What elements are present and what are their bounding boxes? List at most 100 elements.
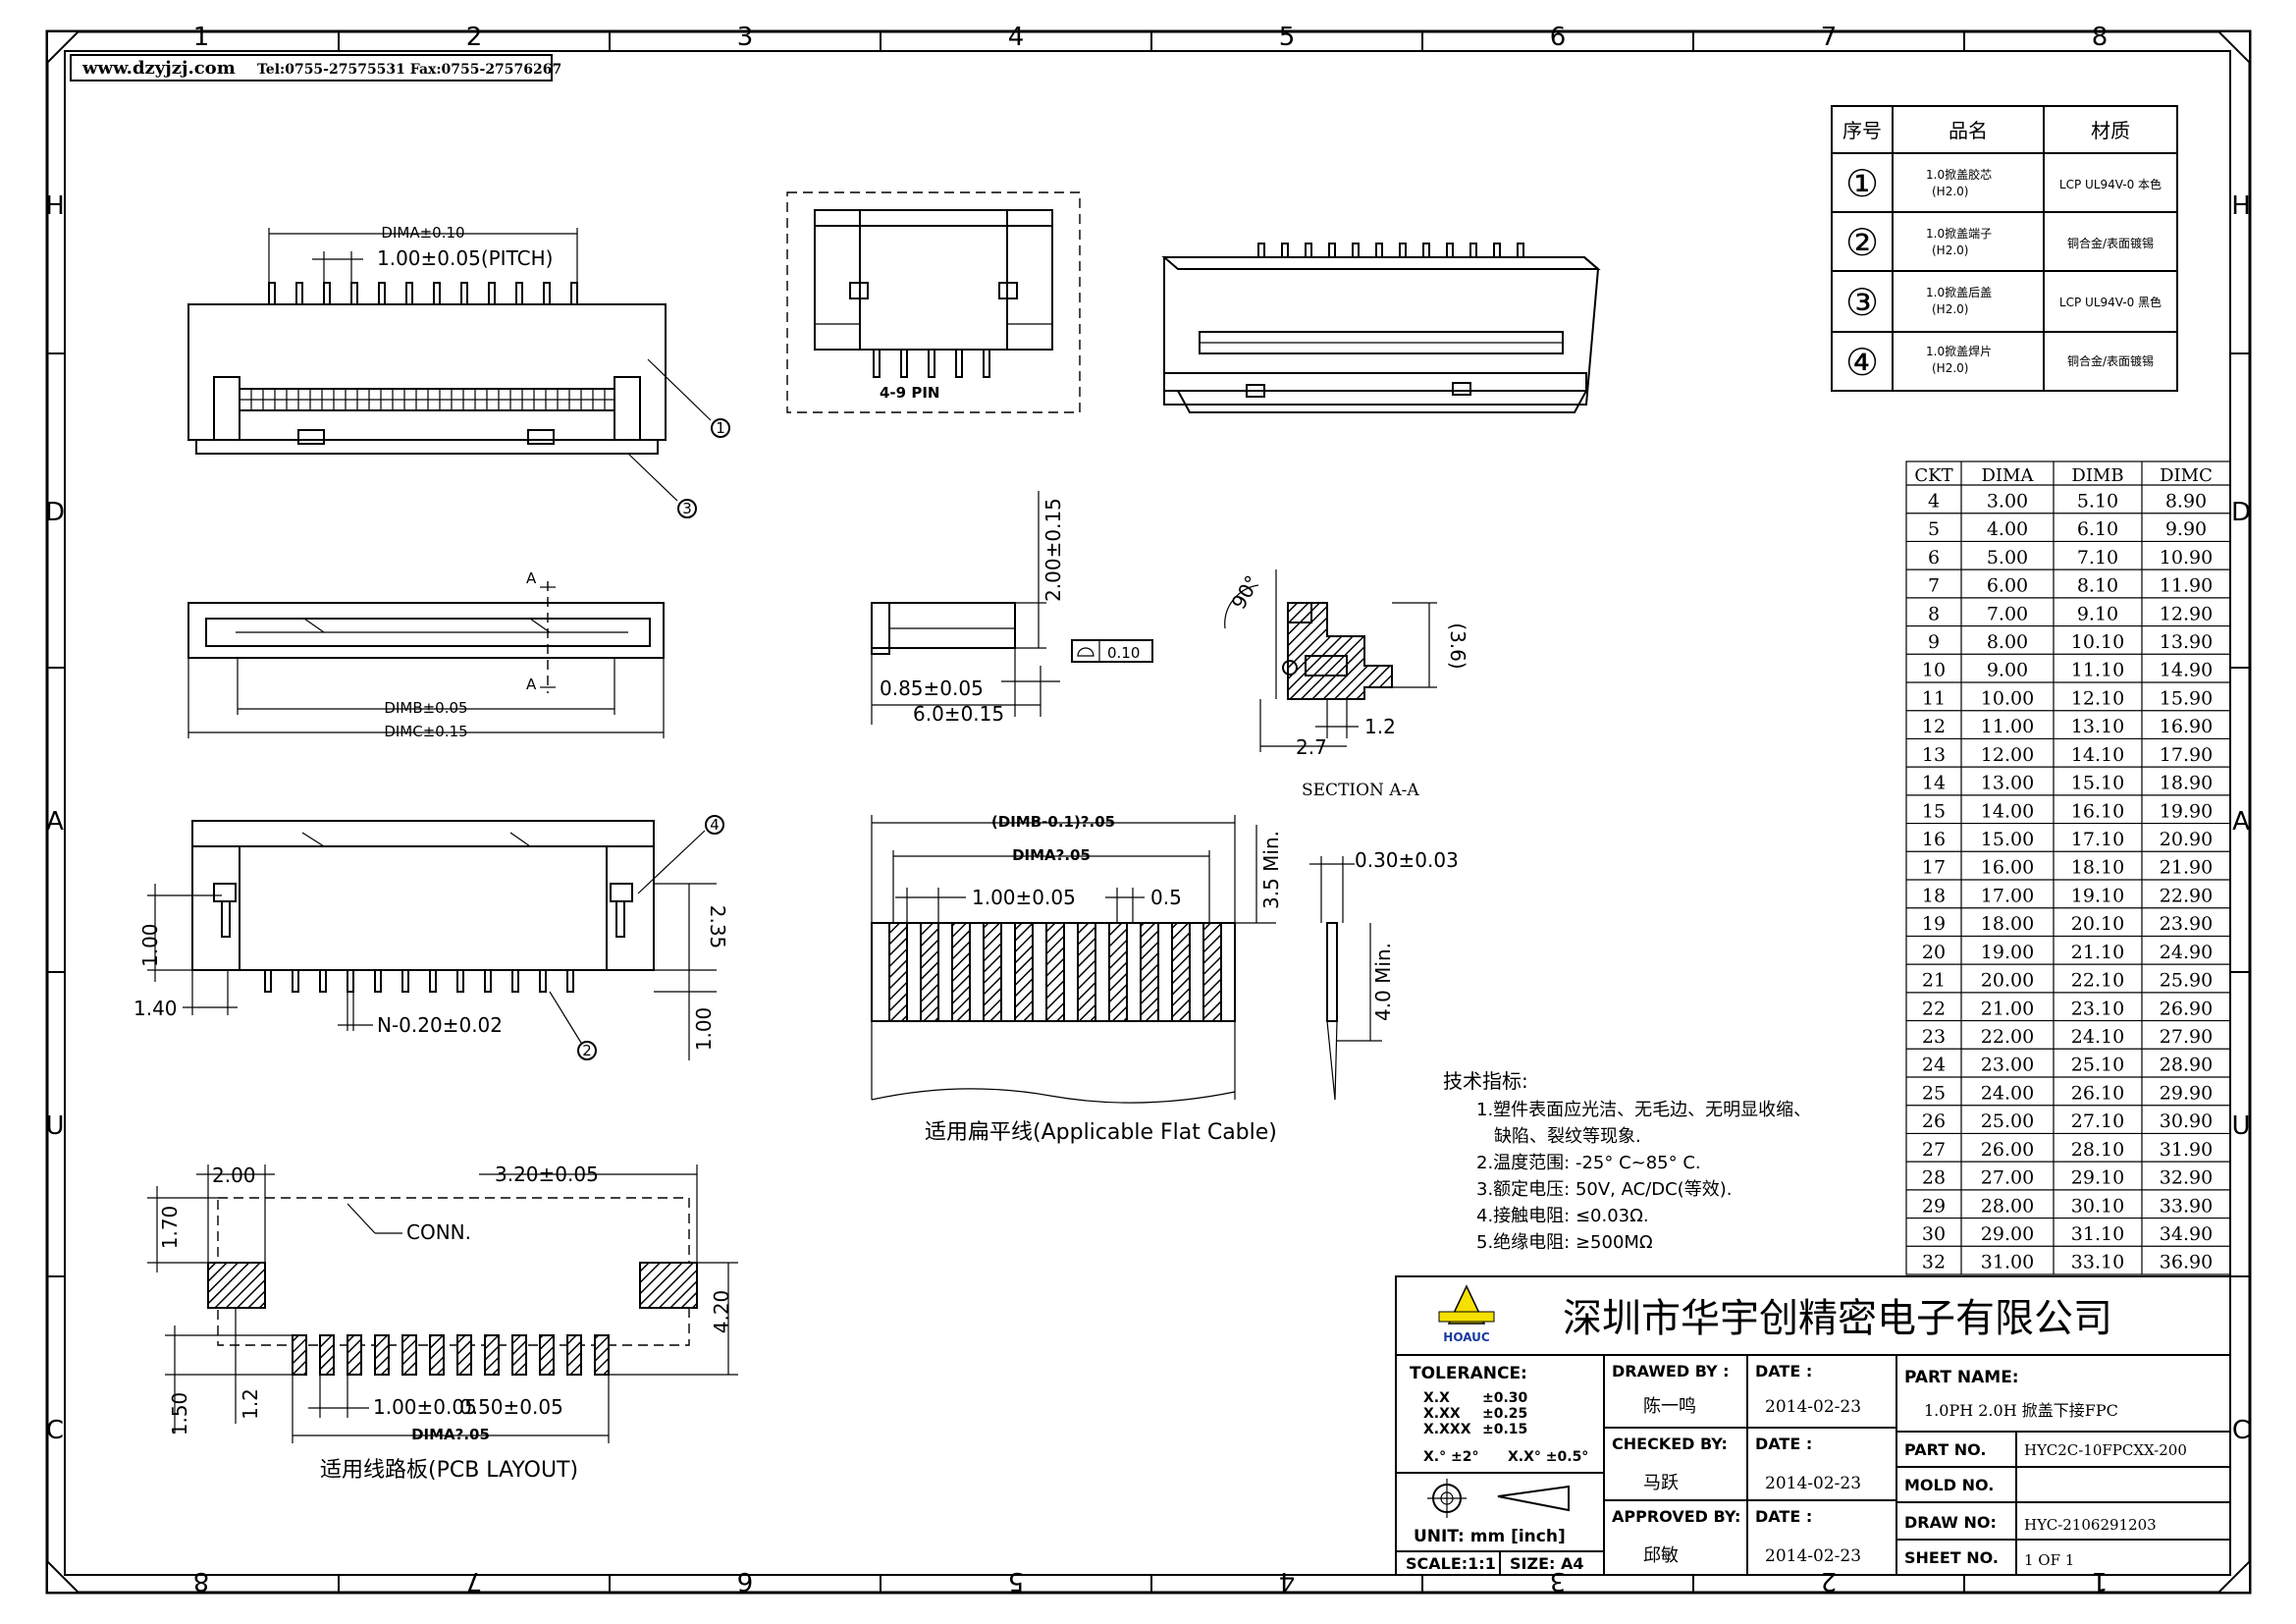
logo-text: HOAUC: [1443, 1330, 1490, 1344]
v100-label: 1.00: [692, 1007, 716, 1052]
date-label-3: DATE :: [1755, 1507, 1812, 1526]
zone-right-c: C: [2232, 1416, 2250, 1445]
approved-by-label: APPROVED BY:: [1612, 1507, 1740, 1526]
tol-xxx-value: ±0.15: [1482, 1422, 1527, 1437]
tech-line-3: 2.温度范围: -25° C~85° C.: [1476, 1153, 1701, 1173]
drawn-by-name: 陈一鸣: [1643, 1396, 1696, 1417]
ckt-cell-dima: 5.00: [1987, 547, 2028, 568]
ckt-cell-dimc: 36.90: [2160, 1252, 2213, 1273]
fpc-thick-label: 0.30±0.03: [1355, 848, 1459, 872]
scale-label: SCALE:1:1: [1406, 1554, 1496, 1573]
ckt-cell-dimb: 12.10: [2071, 687, 2124, 709]
zone-top-4: 4: [1008, 23, 1025, 52]
ckt-cell-dimb: 11.10: [2071, 660, 2124, 681]
ckt-cell-dimb: 17.10: [2071, 829, 2124, 850]
ckt-cell-dima: 17.00: [1981, 885, 2034, 906]
pcb-caption: 适用线路板(PCB LAYOUT): [320, 1458, 578, 1483]
ckt-cell-dimc: 24.90: [2160, 942, 2213, 963]
ckt-cell-dima: 23.00: [1981, 1055, 2034, 1076]
fpc-40-label: 4.0 Min.: [1371, 943, 1395, 1021]
mold-no-label: MOLD NO.: [1904, 1476, 1994, 1494]
zone-left-c: C: [46, 1416, 64, 1445]
tech-notes: 技术指标: 1.塑件表面应光洁、无毛边、无明显收缩、 缺陷、裂纹等现象. 2.温…: [1443, 1069, 1811, 1253]
parts-row1-no: ①: [1845, 162, 1879, 205]
ckt-cell-dimb: 22.10: [2071, 970, 2124, 992]
ckt-cell-dimc: 34.90: [2160, 1223, 2213, 1245]
tech-line-6: 5.绝缘电阻: ≥500MΩ: [1476, 1232, 1653, 1253]
fpc-outer-label: (DIMB-0.1)?.05: [991, 813, 1115, 831]
zone-top-1: 1: [193, 23, 210, 52]
ckt-cell-dima: 16.00: [1981, 857, 2034, 879]
ckt-cell-dimc: 21.90: [2160, 857, 2213, 879]
ckt-cell-ckt: 28: [1922, 1167, 1946, 1189]
drawing-frame: [45, 29, 2252, 1595]
iso-pins: [1257, 243, 1524, 258]
website-text: www.dzyjzj.com: [81, 58, 236, 79]
front-pitch-label: 1.00±0.05(PITCH): [377, 246, 553, 270]
ckt-cell-dima: 21.00: [1981, 998, 2034, 1019]
ckt-cell-dimb: 24.10: [2071, 1026, 2124, 1048]
ckt-cell-dimb: 27.10: [2071, 1110, 2124, 1132]
header-contact: www.dzyjzj.com Tel:0755-27575531 Fax:075…: [70, 54, 561, 81]
section-aa-view: 90° (3.6) 1.2 2.7 SECTION A-A: [1224, 569, 1469, 800]
section-a-bottom: A: [526, 676, 537, 693]
parts-row4-name: 1.0掀盖焊片: [1926, 344, 1992, 358]
tolerance-label: TOLERANCE:: [1410, 1364, 1527, 1383]
ckt-cell-dimb: 13.10: [2071, 716, 2124, 737]
ckt-cell-dimb: 30.10: [2071, 1195, 2124, 1217]
ckt-cell-dima: 10.00: [1981, 687, 2034, 709]
ckt-cell-ckt: 19: [1922, 913, 1946, 935]
pcb-conn-label: CONN.: [406, 1220, 471, 1244]
zone-bottom-7: 7: [466, 1566, 483, 1596]
pcb-050-label: 0.50±0.05: [459, 1395, 563, 1419]
w085-label: 0.85±0.05: [880, 677, 984, 700]
tol-x: X.X: [1423, 1390, 1450, 1406]
tab-view-pins: [264, 969, 574, 993]
parts-row1-sub: (H2.0): [1932, 185, 1968, 198]
ckt-cell-dimb: 26.10: [2071, 1082, 2124, 1104]
ckt-header-dima: DIMA: [1982, 465, 2035, 486]
pcb-pads: [292, 1334, 610, 1376]
ckt-cell-dima: 18.00: [1981, 913, 2034, 935]
ckt-cell-ckt: 10: [1922, 660, 1946, 681]
ckt-header-dimc: DIMC: [2160, 465, 2213, 486]
checked-by-name: 马跃: [1643, 1473, 1679, 1493]
date-label-1: DATE :: [1755, 1362, 1812, 1380]
dimb-label: DIMB±0.05: [384, 699, 467, 717]
parts-row3-no: ③: [1845, 281, 1879, 324]
pcb-150-label: 1.50: [168, 1392, 191, 1436]
pcb-dima-label: DIMA?.05: [411, 1426, 490, 1443]
parts-row2-name: 1.0掀盖端子: [1926, 227, 1992, 241]
tech-line-2: 缺陷、裂纹等现象.: [1494, 1126, 1641, 1147]
pcb-layout-view: 2.00 3.20±0.05 1.70 CONN. 4.20 1.50 1.2 …: [147, 1163, 738, 1483]
tol-angle-2: X.X° ±0.5°: [1508, 1449, 1588, 1465]
ckt-cell-dimb: 28.10: [2071, 1139, 2124, 1161]
tol-xx-value: ±0.25: [1482, 1406, 1527, 1422]
section-caption: SECTION A-A: [1302, 781, 1419, 800]
zone-bottom-6: 6: [737, 1566, 754, 1596]
balloon-2: 2: [582, 1042, 592, 1059]
w60-label: 6.0±0.15: [913, 702, 1004, 726]
ckt-cell-dimc: 12.90: [2160, 603, 2213, 624]
ckt-cell-ckt: 15: [1922, 800, 1946, 822]
ckt-cell-dimc: 27.90: [2160, 1026, 2213, 1048]
balloon-3: 3: [682, 500, 692, 517]
isometric-view: [1161, 243, 1601, 413]
ckt-cell-ckt: 30: [1922, 1223, 1946, 1245]
zone-top-3: 3: [737, 23, 754, 52]
d27-label: 2.7: [1296, 735, 1327, 759]
ckt-cell-dimc: 14.90: [2160, 660, 2213, 681]
ckt-cell-ckt: 24: [1922, 1055, 1946, 1076]
ckt-cell-ckt: 9: [1928, 631, 1940, 653]
pcb-420-label: 4.20: [710, 1290, 733, 1334]
ckt-cell-dima: 12.00: [1981, 744, 2034, 766]
zone-bottom-5: 5: [1008, 1566, 1025, 1596]
ckt-cell-dimb: 20.10: [2071, 913, 2124, 935]
ckt-cell-dimc: 10.90: [2160, 547, 2213, 568]
fpc-pitch-label: 1.00±0.05: [972, 886, 1076, 909]
ckt-cell-dimc: 30.90: [2160, 1110, 2213, 1132]
ckt-cell-dima: 4.00: [1987, 518, 2028, 540]
height-label: 2.00±0.15: [1041, 498, 1065, 602]
tol-xxx: X.XXX: [1423, 1422, 1471, 1437]
